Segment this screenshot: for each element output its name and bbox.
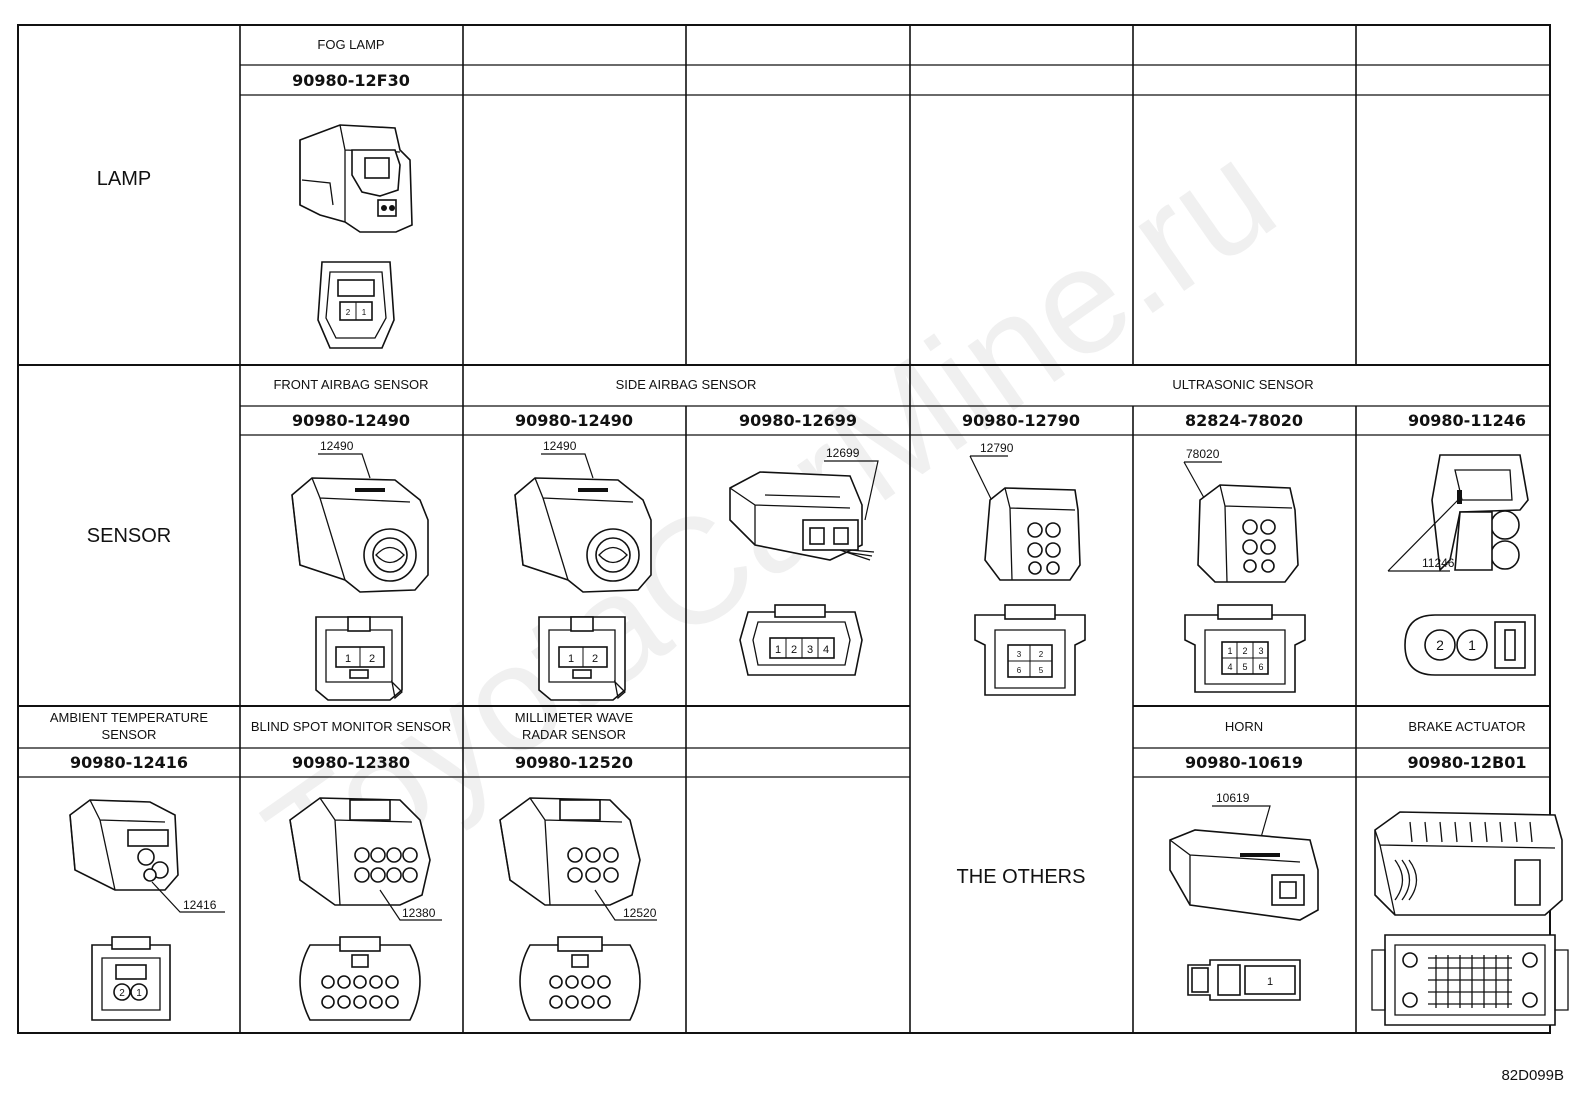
ultrasonic-connector-drawing-2: 78020 <box>1183 447 1299 583</box>
ultrasonic-pin-face-drawing-3: 2 1 <box>1404 614 1536 676</box>
brake-actuator-pin-face-drawing <box>1371 934 1569 1026</box>
ultrasonic-1-pin-6: 6 <box>1017 666 1022 675</box>
ultrasonic-2-pin-1: 1 <box>1227 646 1232 656</box>
brake-actuator-label: BRAKE ACTUATOR <box>1408 719 1525 734</box>
brake-actuator-connector-drawing <box>1374 811 1563 916</box>
side-airbag-callout-2: 12699 <box>826 446 860 460</box>
side-airbag-connector-drawing-2: 12699 <box>729 446 879 561</box>
ambient-temp-pin-1: 1 <box>136 988 142 999</box>
mmwave-callout: 12520 <box>623 906 657 920</box>
mmwave-part-number: 90980-12520 <box>515 753 633 772</box>
mmwave-pin-face-drawing <box>519 936 641 1021</box>
category-lamp: LAMP <box>97 168 151 190</box>
brake-actuator-part-number: 90980-12B01 <box>1407 753 1526 772</box>
fog-lamp-label: FOG LAMP <box>317 37 384 52</box>
side-airbag-callout-1: 12490 <box>543 439 577 453</box>
front-airbag-pin-1: 1 <box>345 653 351 665</box>
side-airbag-pin-face-drawing-2: 1 2 3 4 <box>739 604 863 676</box>
front-airbag-connector-drawing: 12490 <box>291 439 429 593</box>
side-airbag-2-pin-1: 1 <box>775 644 781 656</box>
front-airbag-label: FRONT AIRBAG SENSOR <box>273 377 428 392</box>
side-airbag-label: SIDE AIRBAG SENSOR <box>616 377 757 392</box>
ultrasonic-part-number-1: 90980-12790 <box>962 411 1080 430</box>
side-airbag-pin-1: 1 <box>568 653 574 665</box>
ultrasonic-2-pin-5: 5 <box>1242 662 1247 672</box>
diagram-code: 82D099B <box>1501 1067 1564 1084</box>
ultrasonic-pin-face-drawing-1: 3 2 6 5 <box>974 604 1086 696</box>
ultrasonic-2-pin-4: 4 <box>1227 662 1232 672</box>
ultrasonic-connector-drawing-3: 11246 <box>1387 454 1529 572</box>
front-airbag-callout: 12490 <box>320 439 354 453</box>
ultrasonic-part-number-3: 90980-11246 <box>1408 411 1526 430</box>
mmwave-label-line1: MILLIMETER WAVE <box>515 710 634 725</box>
side-airbag-pin-face-drawing-1: 1 2 <box>538 616 626 701</box>
fog-lamp-connector-drawing <box>299 124 413 233</box>
category-sensor: SENSOR <box>87 525 171 547</box>
category-others: THE OTHERS <box>957 866 1086 888</box>
ultrasonic-label: ULTRASONIC SENSOR <box>1172 377 1313 392</box>
side-airbag-pin-2: 2 <box>592 653 598 665</box>
side-airbag-2-pin-4: 4 <box>823 644 829 656</box>
ultrasonic-1-pin-3: 3 <box>1017 650 1022 659</box>
mmwave-label-line2: RADAR SENSOR <box>522 727 626 742</box>
table-grid <box>17 24 1551 1034</box>
ambient-temp-pin-2: 2 <box>119 988 125 999</box>
ultrasonic-1-pin-2: 2 <box>1039 650 1044 659</box>
horn-pin-face-drawing: 1 <box>1187 959 1301 1001</box>
ultrasonic-pin-face-drawing-2: 1 2 3 4 5 6 <box>1184 604 1306 693</box>
side-airbag-connector-drawing-1: 12490 <box>514 439 652 593</box>
horn-pin-1: 1 <box>1267 976 1273 988</box>
ambient-temp-label-line2: SENSOR <box>102 727 157 742</box>
ultrasonic-connector-drawing-1: 12790 <box>969 441 1081 581</box>
ambient-temp-pin-face-drawing: 2 1 <box>91 936 171 1021</box>
horn-label: HORN <box>1225 719 1263 734</box>
front-airbag-pin-face-drawing: 1 2 <box>315 616 403 701</box>
fog-lamp-pin-2: 2 <box>346 308 351 317</box>
ambient-temp-part-number: 90980-12416 <box>70 753 188 772</box>
blind-spot-connector-drawing: 12380 <box>289 797 442 921</box>
ambient-temp-callout: 12416 <box>183 898 217 912</box>
mmwave-connector-drawing: 12520 <box>499 797 657 921</box>
ambient-temp-connector-drawing: 12416 <box>69 799 225 913</box>
fog-lamp-part-number: 90980-12F30 <box>292 71 410 90</box>
horn-part-number: 90980-10619 <box>1185 753 1303 772</box>
blind-spot-callout: 12380 <box>402 906 436 920</box>
ultrasonic-1-pin-5: 5 <box>1039 666 1044 675</box>
horn-connector-drawing: 10619 <box>1169 791 1319 921</box>
ultrasonic-callout-2: 78020 <box>1186 447 1220 461</box>
horn-callout: 10619 <box>1216 791 1250 805</box>
front-airbag-part-number: 90980-12490 <box>292 411 410 430</box>
ultrasonic-part-number-2: 82824-78020 <box>1185 411 1303 430</box>
ultrasonic-2-pin-3: 3 <box>1258 646 1263 656</box>
blind-spot-label: BLIND SPOT MONITOR SENSOR <box>251 719 451 734</box>
fog-lamp-pin-face-drawing: 2 1 <box>317 261 395 349</box>
ambient-temp-label-line1: AMBIENT TEMPERATURE <box>50 710 209 725</box>
ultrasonic-3-pin-1: 1 <box>1468 637 1476 653</box>
side-airbag-part-number-2: 90980-12699 <box>739 411 857 430</box>
front-airbag-pin-2: 2 <box>369 653 375 665</box>
fog-lamp-pin-1: 1 <box>362 308 367 317</box>
ultrasonic-2-pin-2: 2 <box>1242 646 1247 656</box>
ultrasonic-3-pin-2: 2 <box>1436 637 1444 653</box>
ultrasonic-callout-3: 11246 <box>1422 556 1455 570</box>
side-airbag-part-number-1: 90980-12490 <box>515 411 633 430</box>
blind-spot-pin-face-drawing <box>299 936 421 1021</box>
side-airbag-2-pin-2: 2 <box>791 644 797 656</box>
side-airbag-2-pin-3: 3 <box>807 644 813 656</box>
blind-spot-part-number: 90980-12380 <box>292 753 410 772</box>
ultrasonic-callout-1: 12790 <box>980 441 1014 455</box>
ultrasonic-2-pin-6: 6 <box>1258 662 1263 672</box>
